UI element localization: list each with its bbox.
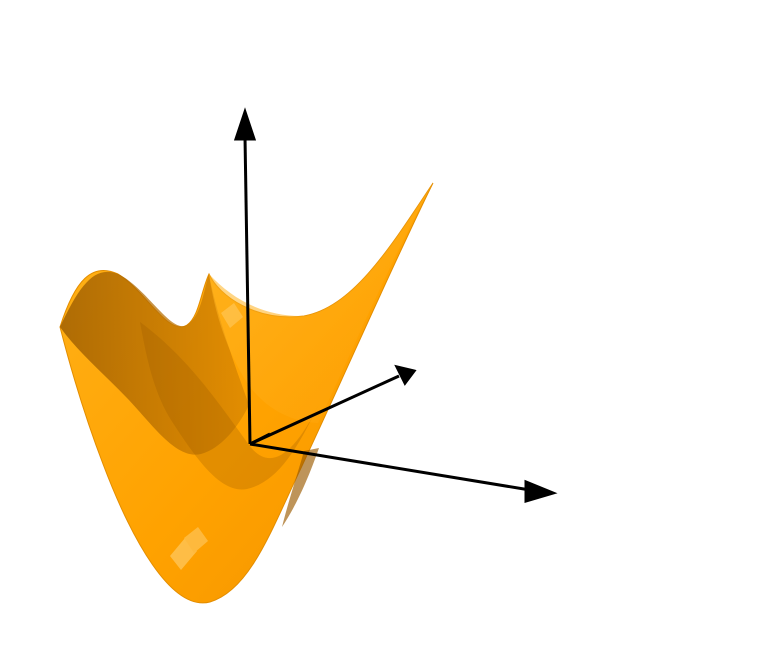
coordinate-axes xyxy=(233,107,558,504)
depth-axis-arrowhead xyxy=(394,364,417,386)
surface-mesh-highlights xyxy=(170,303,243,570)
depth-axis-line xyxy=(249,374,400,446)
right-axis-line xyxy=(249,442,531,492)
highlight-patch-top xyxy=(221,303,243,328)
surface-group xyxy=(59,182,434,604)
highlight-patch-lower-2 xyxy=(184,527,208,553)
surface-right-ridge xyxy=(209,183,433,423)
vertical-axis-line xyxy=(243,136,252,445)
origin-corner-marker xyxy=(249,432,271,446)
surface-right-edge-shadow xyxy=(282,448,319,527)
right-axis-arrowhead xyxy=(524,479,558,504)
surface-center-trough-shadow xyxy=(140,322,319,490)
vertical-axis-arrowhead xyxy=(233,107,257,141)
surface-left-fold-shadow xyxy=(60,271,249,455)
